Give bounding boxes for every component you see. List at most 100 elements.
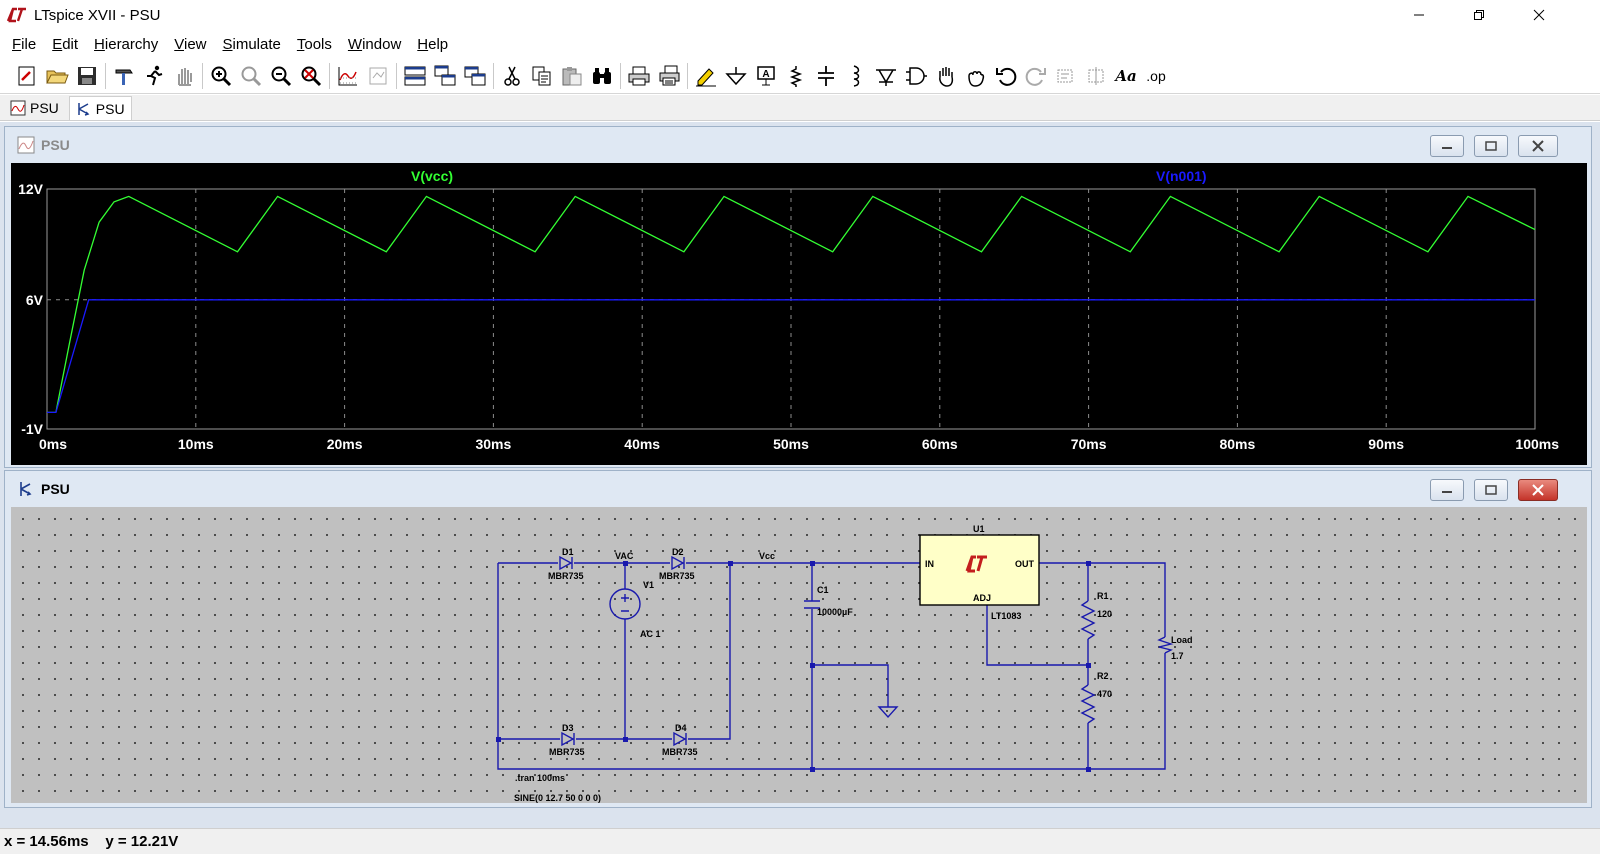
toolbar-separator [329,62,330,89]
menu-tools[interactable]: Tools [296,36,332,53]
zoom-in-icon [211,66,232,86]
u1-adj-pin: ADJ [973,593,992,603]
schematic-close-button[interactable] [1518,479,1558,501]
svg-text:A: A [762,69,769,80]
capacitor-c1[interactable] [804,600,820,609]
redo-icon [1025,67,1046,86]
cut-button[interactable] [497,61,527,91]
u1-in-pin: IN [925,559,934,569]
save-button[interactable] [72,61,102,91]
tab-waveform-psu[interactable]: PSU [4,96,65,120]
circuit-drawing[interactable] [11,507,1587,803]
diode-d3[interactable] [561,731,575,747]
tran-directive[interactable]: .tran 100ms [515,773,566,783]
d2-model: MBR735 [659,571,695,581]
paste-button[interactable] [557,61,587,91]
wire[interactable] [811,563,889,769]
draw-wire-button[interactable] [691,61,721,91]
menu-file[interactable]: File [12,36,37,53]
find-button[interactable] [587,61,617,91]
place-resistor-button[interactable] [781,61,811,91]
menu-simulate[interactable]: Simulate [222,36,281,53]
place-component-button[interactable] [901,61,931,91]
menu-help[interactable]: Help [417,36,449,53]
new-schematic-button[interactable] [12,61,42,91]
cascade-button[interactable] [430,61,460,91]
zoom-out-button[interactable] [266,61,296,91]
autorange-button[interactable] [333,61,363,91]
place-inductor-button[interactable] [841,61,871,91]
move-button[interactable] [931,61,961,91]
open-button[interactable] [42,61,72,91]
place-diode-button[interactable] [871,61,901,91]
d3-label: D3 [562,723,574,733]
restore-button[interactable] [1456,0,1502,30]
voltage-source-v1[interactable] [609,588,641,620]
run-button[interactable] [139,61,169,91]
mirror-button[interactable] [1081,61,1111,91]
r1-value: 120 [1097,609,1113,619]
control-panel-button[interactable] [109,61,139,91]
resistor-r2[interactable] [1080,684,1096,724]
cursor-readout: x = 14.56ms y = 12.21V [4,833,179,850]
schematic-maximize-button[interactable] [1474,479,1508,501]
spice-directive-button[interactable]: .op [1141,61,1171,91]
tile-vertical-button[interactable] [460,61,490,91]
series-line-vvcc [47,195,1536,414]
redo-button[interactable] [1021,61,1051,91]
resistor-r1[interactable] [1080,600,1096,640]
waveform-close-button[interactable] [1518,135,1558,157]
text-button[interactable]: Aa [1111,61,1141,91]
undo-button[interactable] [991,61,1021,91]
wire[interactable] [497,653,1166,770]
print-button[interactable] [624,61,654,91]
waveform-minimize-button[interactable] [1430,135,1464,157]
rotate-button[interactable] [1051,61,1081,91]
toolbar: A Aa .op [0,58,1600,94]
menu-window[interactable]: Window [347,36,402,53]
copy-button[interactable] [527,61,557,91]
zoom-full-button[interactable] [296,61,326,91]
menu-view[interactable]: View [174,36,207,53]
waveform-maximize-button[interactable] [1474,135,1508,157]
place-capacitor-button[interactable] [811,61,841,91]
schematic-canvas[interactable]: D1 MBR735 VAC D2 MBR735 V1 AC 1 Vcc C1 1… [11,507,1587,803]
pan-button[interactable] [236,61,266,91]
menu-hierarchy[interactable]: Hierarchy [94,36,159,53]
mirror-component-icon [1088,66,1104,85]
vcc-net-label: Vcc [759,551,776,561]
wire[interactable] [1039,562,1166,637]
maximize-icon [1485,141,1497,151]
diode-d4[interactable] [673,731,687,747]
minimize-icon [1442,491,1452,493]
minimize-button[interactable] [1396,0,1442,30]
print-preview-icon [659,65,680,85]
schematic-minimize-button[interactable] [1430,479,1464,501]
maximize-icon [1485,485,1497,495]
drag-button[interactable] [961,61,991,91]
menu-bar: File Edit Hierarchy View Simulate Tools … [0,31,1600,57]
wire[interactable] [497,563,731,740]
diode-d1[interactable] [559,555,573,571]
print-preview-button[interactable] [654,61,684,91]
close-button[interactable] [1516,0,1562,30]
tile-horizontal-button[interactable] [400,61,430,91]
label-net-button[interactable]: A [751,61,781,91]
halt-button[interactable] [169,61,199,91]
c1-label: C1 [817,585,829,595]
ground-symbol[interactable] [877,706,899,719]
hand-stop-icon [178,67,192,86]
resistor-load[interactable] [1157,636,1174,654]
zoom-in-button[interactable] [206,61,236,91]
tab-schematic-psu[interactable]: PSU [68,96,132,120]
menu-edit[interactable]: Edit [52,36,79,53]
x-tick-label: 0ms [39,436,67,452]
x-tick-label: 10ms [178,436,214,452]
place-ground-button[interactable] [721,61,751,91]
diode-d2[interactable] [671,555,685,571]
pick-visible-traces-button[interactable] [363,61,393,91]
u1-out-pin: OUT [1015,559,1034,569]
wire[interactable] [986,563,1089,769]
